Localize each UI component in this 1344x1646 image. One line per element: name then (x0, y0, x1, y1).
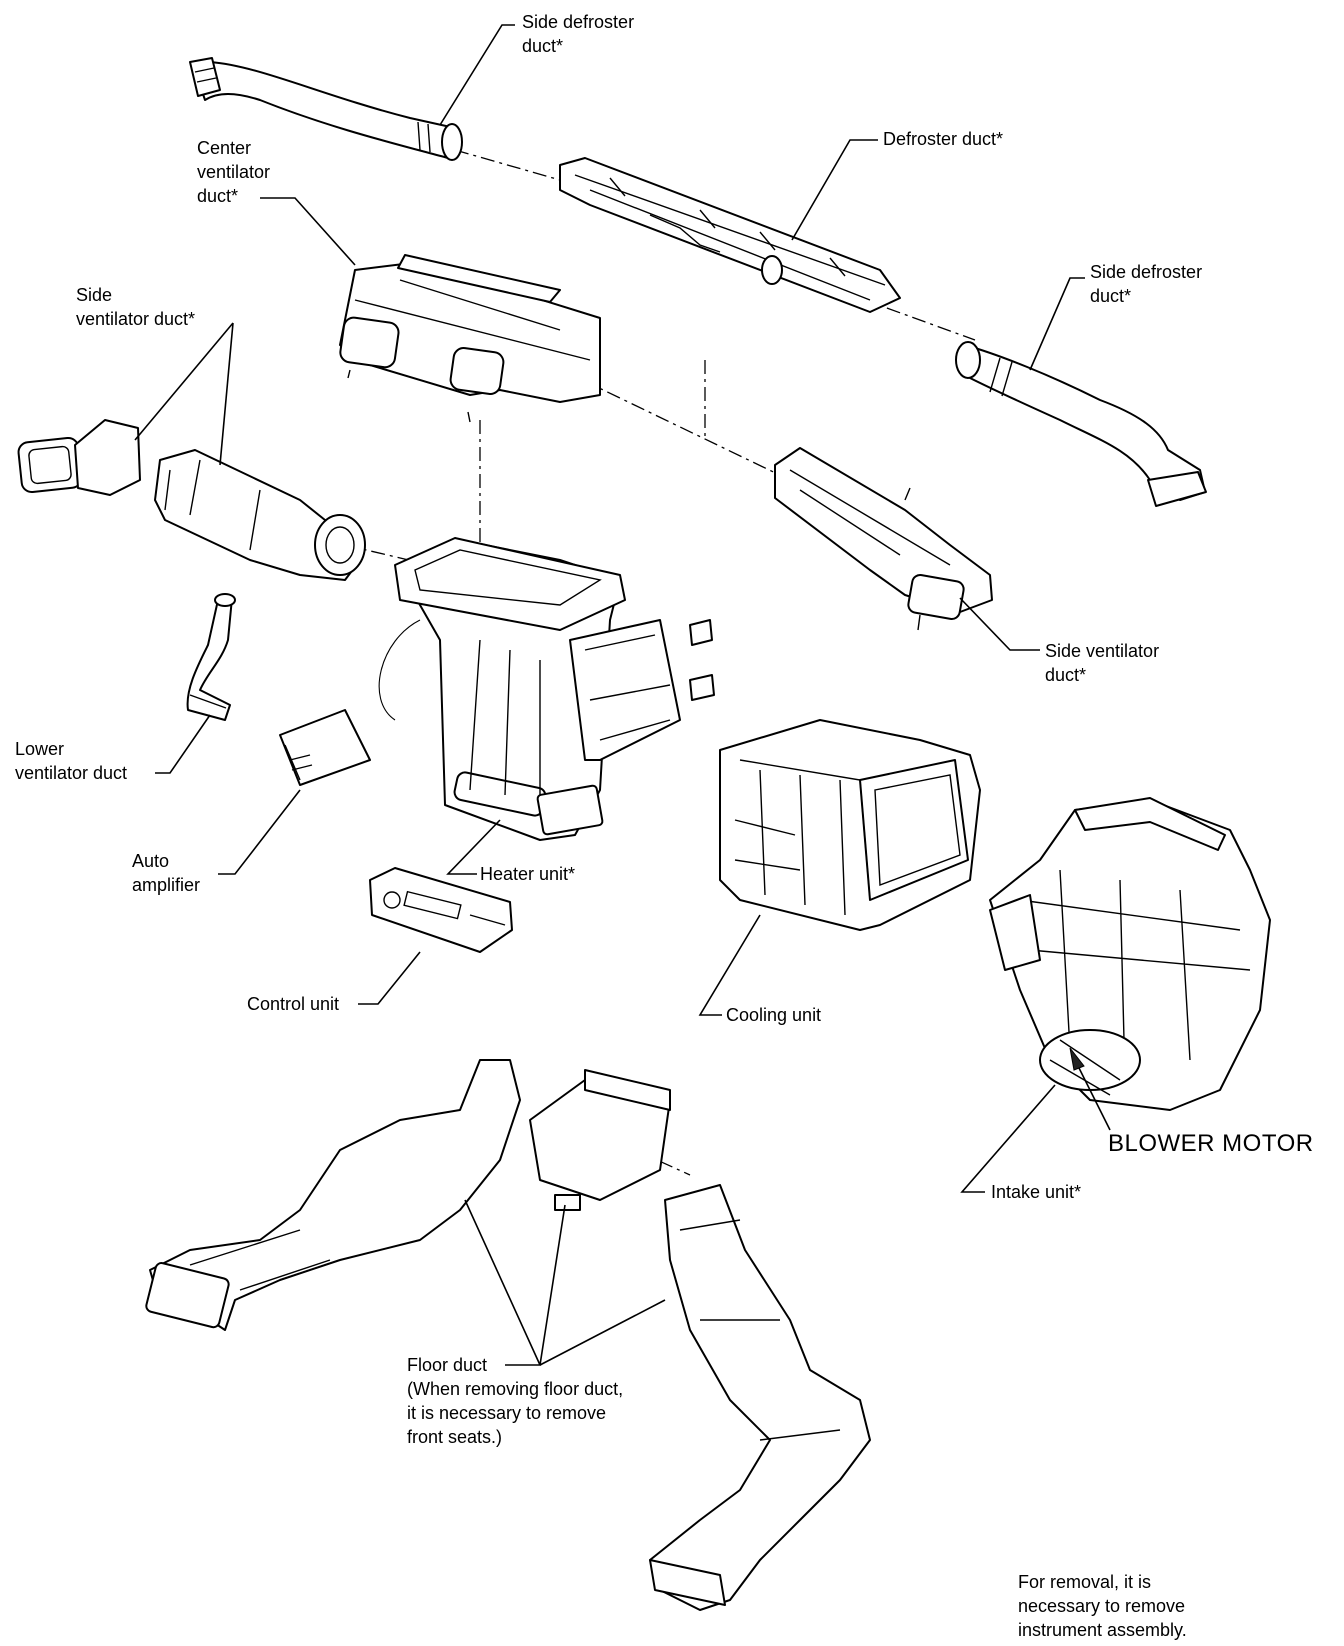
lower-ventilator-duct (186, 593, 236, 721)
defroster-duct (559, 157, 901, 313)
heater-unit (378, 537, 715, 841)
center-ventilator-duct (339, 254, 601, 423)
control-unit (369, 867, 513, 953)
removal-note: For removal, it is necessary to remove i… (1018, 1572, 1187, 1640)
side-ventilator-duct-left (17, 419, 366, 581)
label-center-ventilator-duct: Center ventilator duct* (197, 138, 271, 206)
label-auto-amplifier: Auto amplifier (132, 851, 201, 895)
label-intake-unit: Intake unit* (991, 1182, 1082, 1202)
side-defroster-duct-right (955, 341, 1207, 507)
label-control-unit: Control unit (247, 994, 340, 1014)
floor-duct-right (649, 1184, 871, 1611)
leader-lines (134, 24, 1111, 1366)
label-blower-motor: BLOWER MOTOR (1108, 1130, 1314, 1157)
label-floor-duct: Floor duct (When removing floor duct, it… (407, 1355, 624, 1447)
label-lower-ventilator-duct: Lower ventilator duct (15, 739, 128, 783)
label-side-ventilator-duct-right: Side ventilator duct* (1045, 641, 1160, 685)
auto-amplifier (279, 709, 371, 786)
cooling-unit (719, 719, 981, 931)
label-defroster-duct: Defroster duct* (883, 129, 1004, 149)
intake-unit (989, 797, 1271, 1111)
label-side-defroster-duct-top: Side defroster duct* (522, 12, 635, 56)
label-side-defroster-duct-right: Side defroster duct* (1090, 262, 1203, 306)
label-cooling-unit: Cooling unit (726, 1005, 822, 1025)
label-side-ventilator-duct-left: Side ventilator duct* (76, 285, 196, 329)
floor-duct-left (145, 1059, 521, 1331)
floor-duct-middle (529, 1069, 671, 1211)
side-ventilator-duct-right (774, 447, 993, 631)
side-defroster-duct-top (189, 57, 463, 161)
label-heater-unit: Heater unit* (480, 864, 576, 884)
